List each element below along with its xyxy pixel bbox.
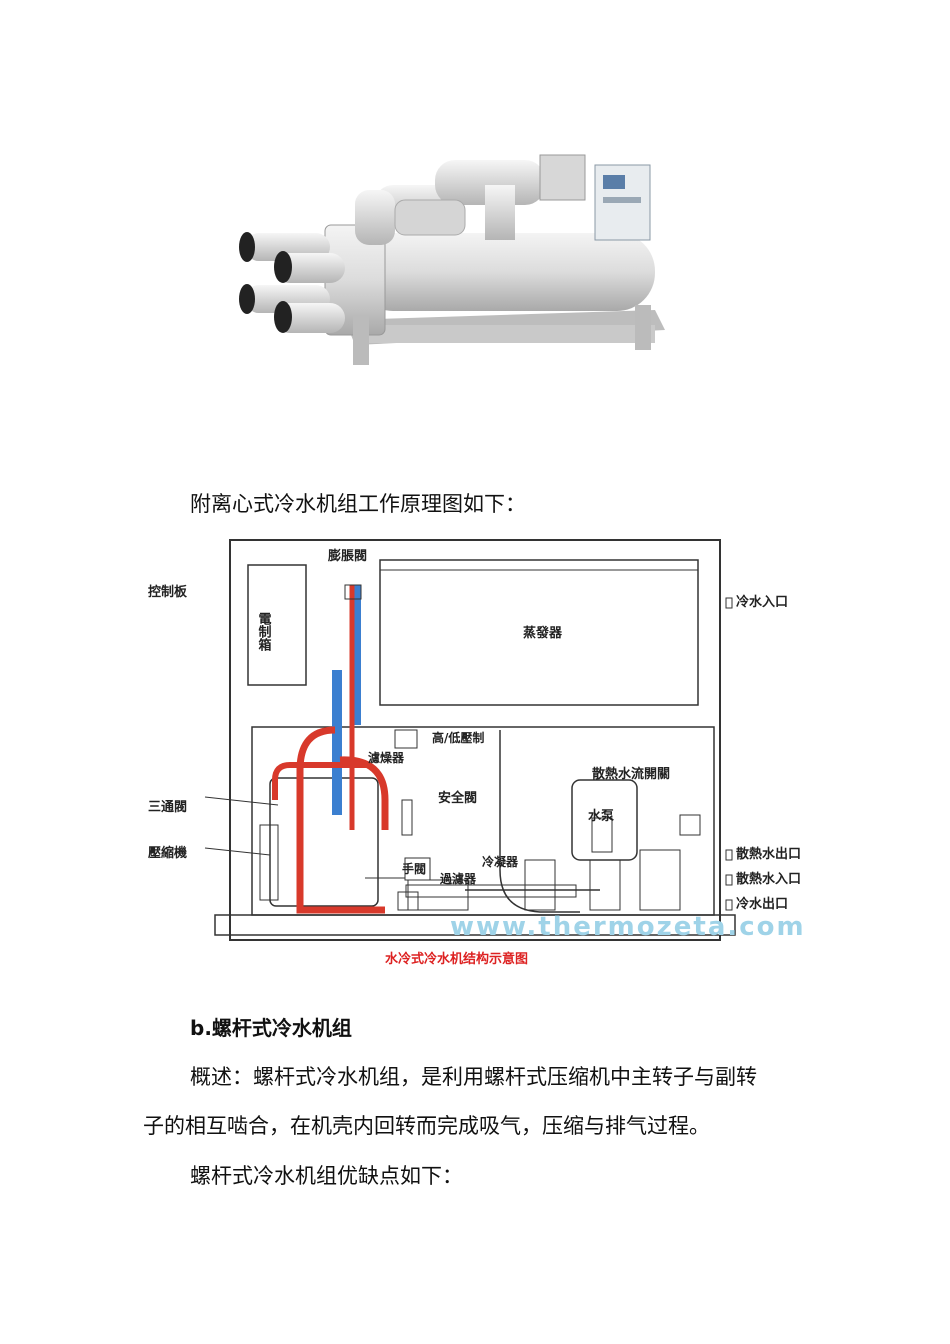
label-pump: 水泵 (588, 808, 614, 824)
label-hand-valve: 手閥 (402, 861, 426, 876)
label-safety-valve: 安全閥 (438, 790, 477, 806)
label-cooling-out: 散熱水出口 (736, 846, 801, 862)
label-chilled-in: 冷水入口 (736, 594, 788, 610)
overview-line-2: 子的相互啮合，在机壳内回转而完成吸气，压缩与排气过程。 (143, 1114, 710, 1138)
centrifugal-chiller-photo (239, 154, 665, 365)
chiller-structure-diagram: 膨脹閥 控制板 電制箱 蒸發器 冷水入口 高/低壓制 濾燥器 三通閥 安全閥 散… (148, 539, 806, 967)
label-cooling-flow-switch: 散熱水流開關 (592, 766, 670, 782)
label-condenser: 冷凝器 (482, 854, 519, 869)
pros-cons-line: 螺杆式冷水机组优缺点如下： (190, 1164, 463, 1188)
watermark: www.thermozeta.com (450, 912, 806, 942)
compressor-body (269, 777, 379, 907)
label-three-way-valve: 三通閥 (148, 799, 187, 815)
label-evaporator: 蒸發器 (523, 625, 563, 641)
label-compressor: 壓縮機 (148, 845, 187, 861)
electric-box (247, 564, 307, 686)
diagram-caption: 水冷式冷水机结构示意图 (385, 951, 528, 967)
label-control-board: 控制板 (148, 584, 188, 600)
evaporator-box (379, 559, 699, 706)
overview-line-1: 概述：螺杆式冷水机组，是利用螺杆式压缩机中主转子与副转 (190, 1065, 757, 1089)
label-filter: 過濾器 (439, 871, 477, 886)
label-hl-pressure: 高/低壓制 (432, 730, 484, 745)
label-chilled-out: 冷水出口 (736, 896, 788, 912)
label-electric-box: 電制箱 (256, 612, 272, 652)
label-expansion-valve: 膨脹閥 (327, 548, 367, 564)
section-b-heading: b.螺杆式冷水机组 (190, 1016, 352, 1040)
label-drier: 濾燥器 (368, 750, 405, 765)
label-cooling-in: 散熱水入口 (736, 871, 801, 887)
intro-line: 附离心式冷水机组工作原理图如下： (190, 492, 526, 516)
